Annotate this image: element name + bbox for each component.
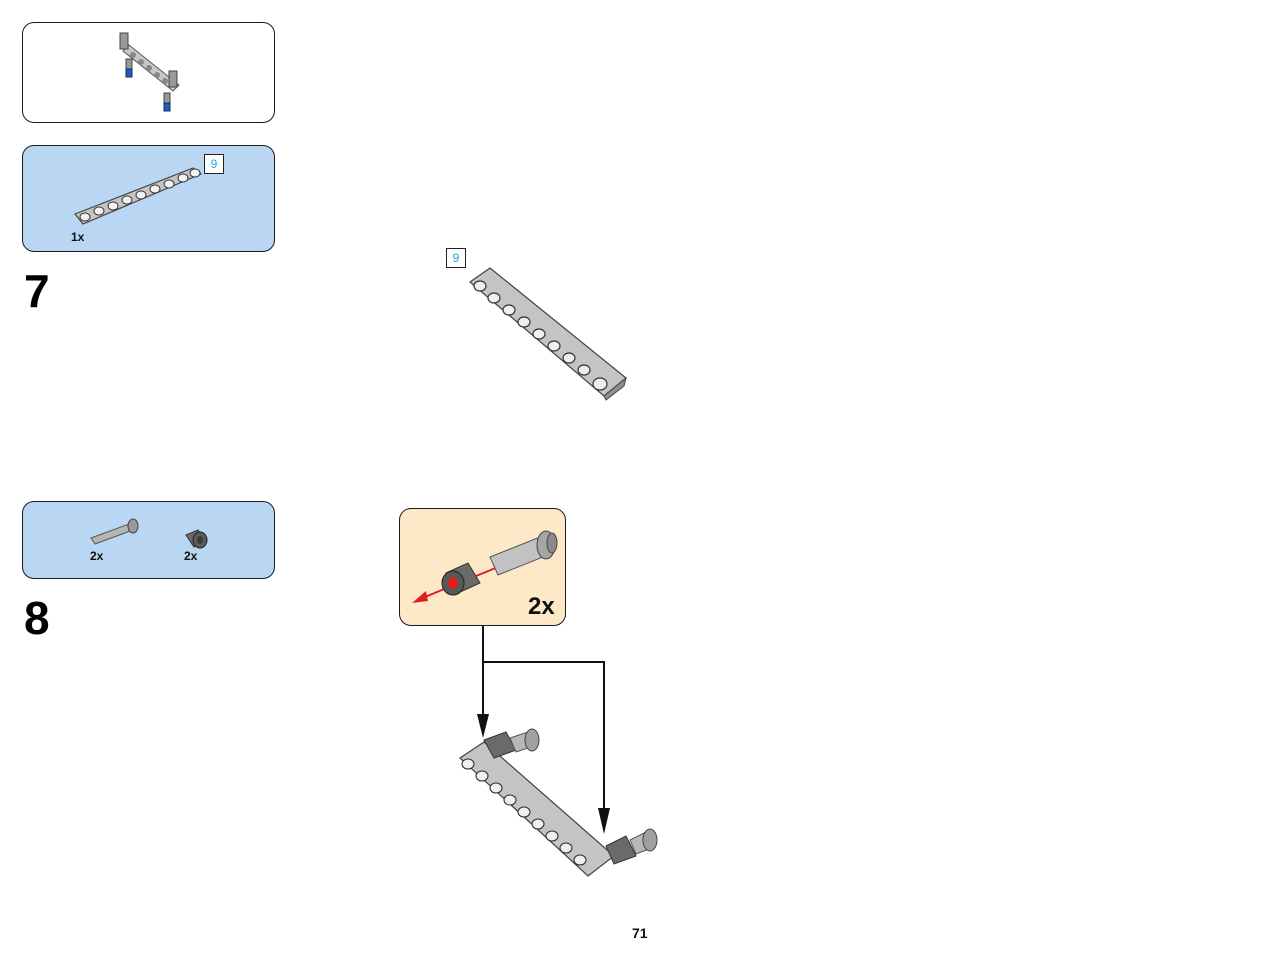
subassembly-callout: 2x [399, 508, 566, 626]
previous-assembly-illustration [119, 32, 180, 112]
placement-arrows [477, 626, 610, 834]
beam-quantity: 1x [71, 230, 85, 244]
beam-9-build-illustration [469, 267, 627, 401]
step-number-7: 7 [24, 265, 50, 317]
axle-pin-icon [90, 518, 139, 545]
beam-9-icon [74, 167, 203, 225]
bushing-quantity: 2x [184, 549, 198, 563]
page-number: 71 [632, 925, 648, 941]
step7-parts-panel: 9 1x [22, 145, 275, 252]
previous-assembly-panel [22, 22, 275, 123]
step-number-8: 8 [24, 592, 50, 644]
axle-pin-quantity: 2x [90, 549, 104, 563]
bushing-icon [185, 529, 208, 549]
subassembly-multiplier: 2x [528, 593, 555, 620]
step8-parts-panel: 2x 2x [22, 501, 275, 579]
build-beam-length-label: 9 [446, 248, 466, 268]
beam-with-pins-illustration [459, 728, 658, 877]
pin-bushing-assembly-illustration [412, 530, 558, 603]
beam-length-label: 9 [204, 154, 224, 174]
